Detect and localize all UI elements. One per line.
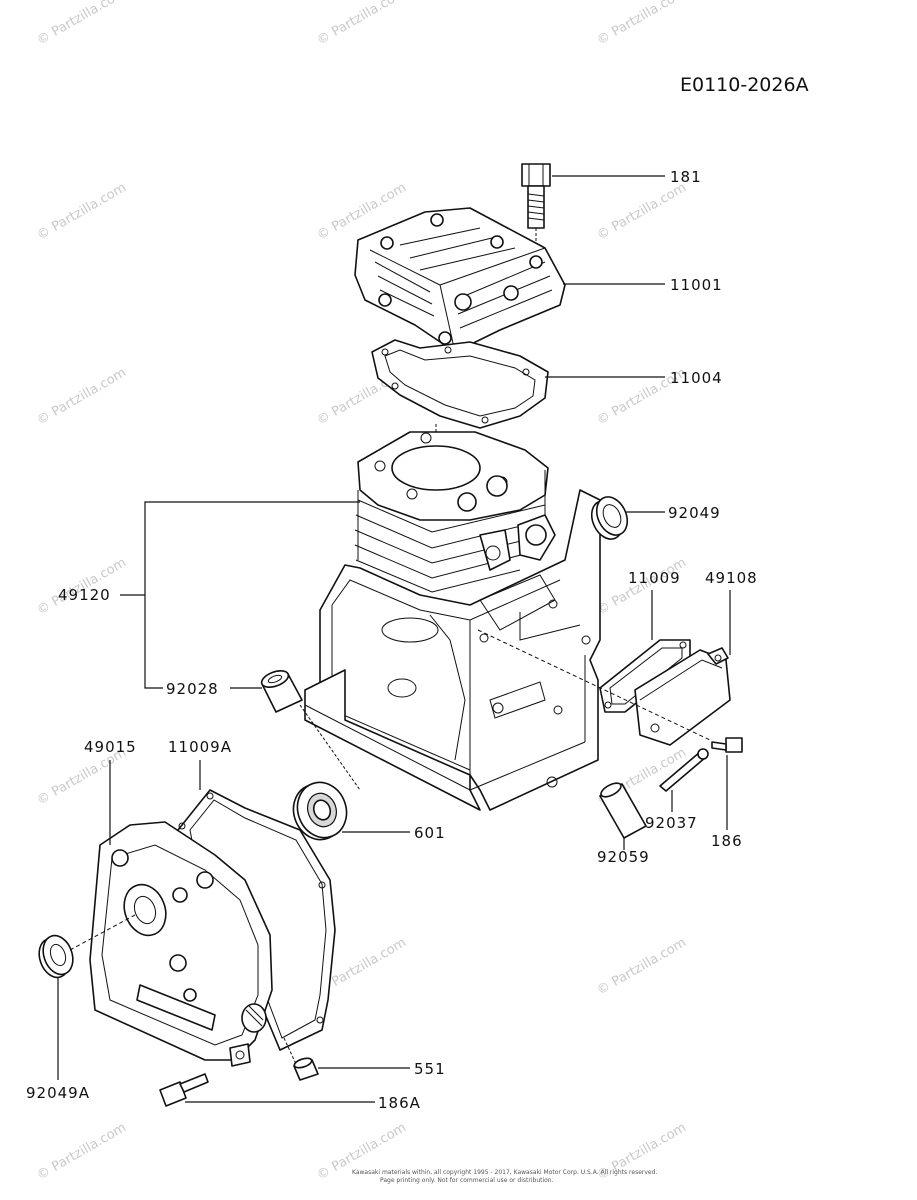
footer-line-1: Kawasaki materials within, all copyright… <box>352 1169 657 1176</box>
callout-92028: 92028 <box>166 680 219 698</box>
callout-92049: 92049 <box>668 504 721 522</box>
callout-92049A: 92049A <box>26 1084 90 1102</box>
callout-49015: 49015 <box>84 738 137 756</box>
callout-labels: 181 11001 11004 92049 49120 11009 49108 … <box>26 168 758 1112</box>
oil-seal-92049A-drawing <box>38 934 74 979</box>
callout-92059: 92059 <box>597 848 650 866</box>
callout-49120: 49120 <box>58 586 111 604</box>
bushing-92028-drawing <box>260 670 303 713</box>
callout-92037: 92037 <box>645 814 698 832</box>
breather-cover-drawing <box>634 647 731 746</box>
callout-49108: 49108 <box>705 569 758 587</box>
cylinder-head-drawing <box>354 207 566 353</box>
callout-601: 601 <box>414 824 446 842</box>
watermark: © Partzilla.com <box>35 1120 129 1183</box>
watermark: © Partzilla.com <box>595 0 689 48</box>
watermark: © Partzilla.com <box>315 0 409 48</box>
head-gasket-drawing <box>371 339 549 429</box>
watermark: © Partzilla.com <box>35 180 129 243</box>
callout-186A: 186A <box>378 1094 421 1112</box>
callout-551: 551 <box>414 1060 446 1078</box>
bolt-181-drawing <box>521 163 551 229</box>
callout-11004: 11004 <box>670 369 723 387</box>
pin-92037-drawing <box>659 748 709 792</box>
watermark: © Partzilla.com <box>35 365 129 428</box>
leader-lines <box>57 175 731 1103</box>
dowel-pin-551-drawing <box>293 1057 319 1081</box>
watermark: © Partzilla.com <box>595 935 689 998</box>
callout-186: 186 <box>711 832 743 850</box>
oil-seal-92049-drawing <box>590 496 629 540</box>
callout-11009: 11009 <box>628 569 681 587</box>
pipe-92059-drawing <box>599 782 647 839</box>
diagram-code: E0110-2026A <box>680 74 809 96</box>
bolt-186A-drawing <box>159 1073 209 1107</box>
cylinder-block-drawing <box>304 431 601 811</box>
bolt-186-drawing <box>711 737 743 753</box>
crankcase-cover-drawing <box>89 821 273 1067</box>
bearing-601-drawing <box>292 781 348 841</box>
callout-11001: 11001 <box>670 276 723 294</box>
callout-11009A: 11009A <box>168 738 232 756</box>
callout-181: 181 <box>670 168 702 186</box>
watermark: © Partzilla.com <box>35 0 129 48</box>
footer-line-2: Page printing only. Not for commercial u… <box>380 1177 554 1184</box>
watermark: © Partzilla.com <box>595 180 689 243</box>
